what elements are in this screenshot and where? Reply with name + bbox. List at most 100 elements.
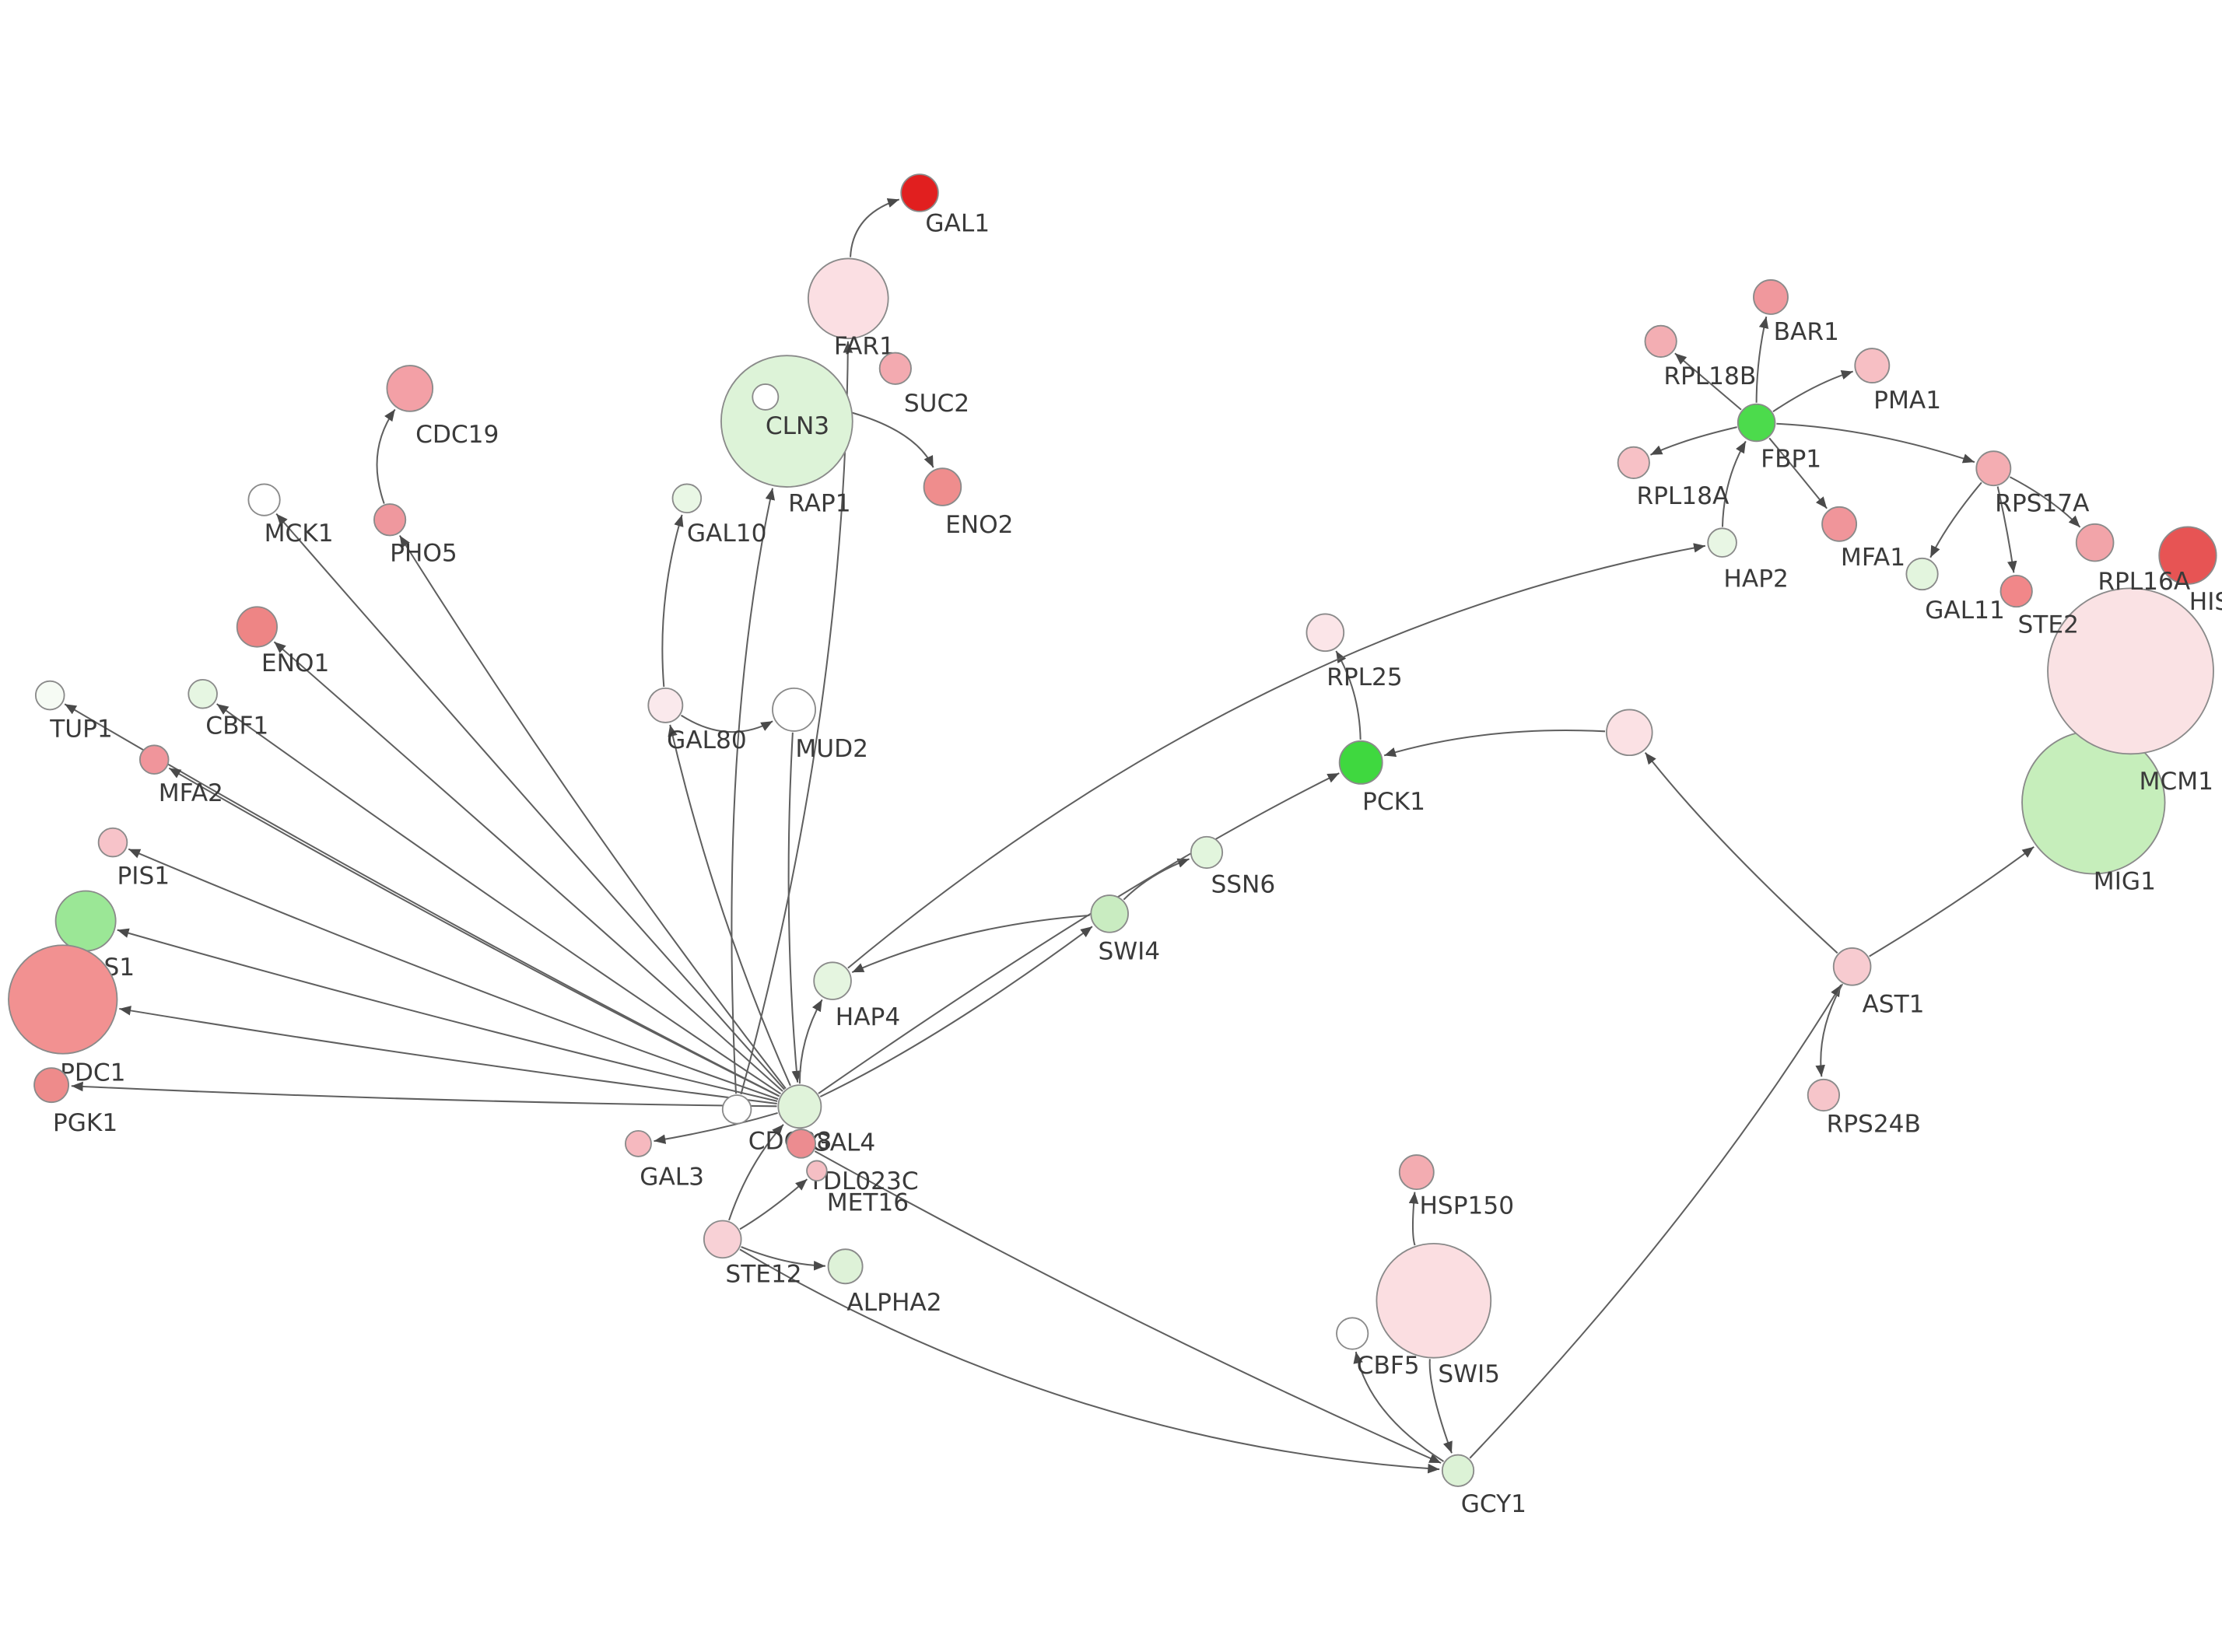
edge-RPS17A-STE2[interactable]: [1996, 486, 2017, 573]
edge-MUD2-GAL4[interactable]: [787, 732, 802, 1083]
node-PMA1[interactable]: [1854, 348, 1891, 384]
edge-RPS17A-RPL16A[interactable]: [2009, 476, 2081, 528]
edge-GAL4-ENO1[interactable]: [273, 641, 783, 1092]
node-RPL18A[interactable]: [1617, 446, 1650, 479]
edge-GAL4-PDC1[interactable]: [119, 1006, 777, 1105]
edge-SWI4-HAP4[interactable]: [851, 914, 1090, 974]
edge-GAL4-GAL80[interactable]: [668, 724, 791, 1087]
edge-GAL4-CBF1[interactable]: [216, 703, 782, 1095]
edge-SWI5-GCY1[interactable]: [1428, 1359, 1453, 1454]
node-BAR1[interactable]: [1753, 279, 1789, 315]
edge-STE12-GCY1[interactable]: [739, 1248, 1440, 1474]
node-GCY1[interactable]: [1441, 1454, 1475, 1487]
edge-PCK1-RPL25[interactable]: [1335, 650, 1362, 740]
node-RPL18B[interactable]: [1644, 324, 1677, 358]
node-CDC28[interactable]: [721, 1094, 752, 1125]
edge-FBP1-PMA1[interactable]: [1772, 369, 1854, 413]
edge-GAL80-MUD2[interactable]: [680, 714, 773, 733]
edge-GAL80-GAL10[interactable]: [661, 514, 684, 688]
node-MUD2[interactable]: [772, 687, 816, 732]
edge-FBP1-RPL18A[interactable]: [1650, 426, 1737, 456]
node-MCM1[interactable]: [2047, 587, 2214, 755]
edge-YDL023C-GCY1[interactable]: [814, 1150, 1442, 1464]
node-HAP4[interactable]: [813, 961, 852, 1000]
node-PIS1[interactable]: [97, 827, 128, 858]
node-CLN3[interactable]: [720, 355, 853, 488]
edge-GCY1-AST1[interactable]: [1469, 984, 1842, 1459]
node-UNNAMED[interactable]: [1605, 709, 1653, 757]
edge-SWI4-SSN6[interactable]: [1123, 858, 1190, 901]
node-RAP1[interactable]: [752, 383, 780, 411]
edge-RPS17A-GAL11[interactable]: [1929, 481, 1982, 558]
node-RPS17A[interactable]: [1975, 450, 2012, 487]
node-MET16[interactable]: [806, 1160, 828, 1182]
node-MFA1[interactable]: [1821, 506, 1858, 542]
node-HSP150[interactable]: [1398, 1154, 1435, 1191]
edge-SWI5-HSP150[interactable]: [1408, 1192, 1419, 1246]
node-SWI5[interactable]: [1376, 1242, 1492, 1359]
edge-HAP2-FBP1[interactable]: [1721, 440, 1747, 527]
node-STE12[interactable]: [703, 1220, 742, 1259]
node-FAR1[interactable]: [807, 257, 889, 340]
node-RPL25[interactable]: [1306, 613, 1345, 653]
edge-FBP1-BAR1[interactable]: [1755, 316, 1769, 403]
edge-GAL4-MFA2[interactable]: [168, 767, 780, 1097]
node-STE2[interactable]: [1999, 574, 2033, 608]
node-CBF1[interactable]: [188, 678, 218, 709]
node-TUP1[interactable]: [34, 680, 65, 711]
node-MCK1[interactable]: [247, 483, 281, 516]
node-GAL11[interactable]: [1905, 557, 1939, 591]
node-CBF5[interactable]: [1336, 1317, 1369, 1350]
node-GAL3[interactable]: [625, 1129, 652, 1157]
edge-FBP1-MFA1[interactable]: [1768, 437, 1828, 509]
node-GAL80[interactable]: [647, 687, 684, 723]
edge-PHO5-CDC19[interactable]: [376, 408, 396, 504]
edge-GAL4-PGK1[interactable]: [71, 1081, 777, 1108]
node-CDC19[interactable]: [386, 365, 434, 412]
edge-FAR1-GAL1[interactable]: [850, 198, 900, 257]
edge-STE12-GAL4[interactable]: [728, 1124, 784, 1221]
edge-CDC28-CLN3[interactable]: [731, 488, 776, 1094]
edge-HAP4-HAP2[interactable]: [847, 543, 1706, 969]
edge-AST1-MIG1[interactable]: [1869, 845, 2034, 957]
node-ENO1[interactable]: [236, 606, 278, 648]
edge-GAL4-SWI4[interactable]: [819, 926, 1093, 1097]
node-RPL16A[interactable]: [2075, 523, 2115, 562]
node-GAL4[interactable]: [777, 1084, 822, 1129]
node-PCK1[interactable]: [1338, 740, 1383, 785]
edge-GAL4-GAL3[interactable]: [654, 1111, 778, 1144]
node-SSN6[interactable]: [1190, 835, 1224, 870]
node-PGK1[interactable]: [33, 1067, 70, 1104]
edge-AST1-UNNAMED[interactable]: [1644, 752, 1838, 954]
node-ALPHA2[interactable]: [827, 1248, 864, 1285]
edge-GAL4-HAP4[interactable]: [798, 999, 823, 1084]
node-YDL023C[interactable]: [786, 1129, 816, 1159]
edge-AST1-RPS24B[interactable]: [1815, 983, 1844, 1077]
node-HAP2[interactable]: [1707, 527, 1737, 558]
node-MFA2[interactable]: [138, 744, 170, 775]
node-SWI4[interactable]: [1090, 894, 1129, 933]
node-SUC2[interactable]: [878, 352, 912, 385]
edge-GAL4-MCK1[interactable]: [275, 513, 785, 1090]
node-FBP1[interactable]: [1737, 403, 1776, 443]
edge-STE12-MET16[interactable]: [739, 1178, 808, 1230]
node-GAL10[interactable]: [671, 483, 703, 514]
node-PHO5[interactable]: [373, 503, 407, 537]
edge-FBP1-RPS17A[interactable]: [1776, 422, 1975, 464]
edge-STE12-ALPHA2[interactable]: [741, 1246, 825, 1271]
edge-GAL4-PHO5[interactable]: [398, 534, 787, 1090]
edge-GCY1-CBF5[interactable]: [1353, 1351, 1445, 1462]
edge-FBP1-RPL18B[interactable]: [1674, 352, 1742, 411]
edge-GAL4-PCK1[interactable]: [818, 772, 1340, 1094]
node-AST1[interactable]: [1832, 947, 1872, 986]
node-RPS24B[interactable]: [1807, 1078, 1841, 1112]
edge-GAL4-PIS1[interactable]: [128, 848, 779, 1101]
edge-UNNAMED-PCK1[interactable]: [1383, 730, 1606, 758]
node-RAS1[interactable]: [54, 890, 117, 952]
edge-GAL4-RAS1[interactable]: [117, 928, 778, 1102]
node-ENO2[interactable]: [923, 467, 962, 506]
node-HIS4[interactable]: [2158, 526, 2217, 585]
edge-GAL4-TUP1[interactable]: [64, 703, 780, 1097]
